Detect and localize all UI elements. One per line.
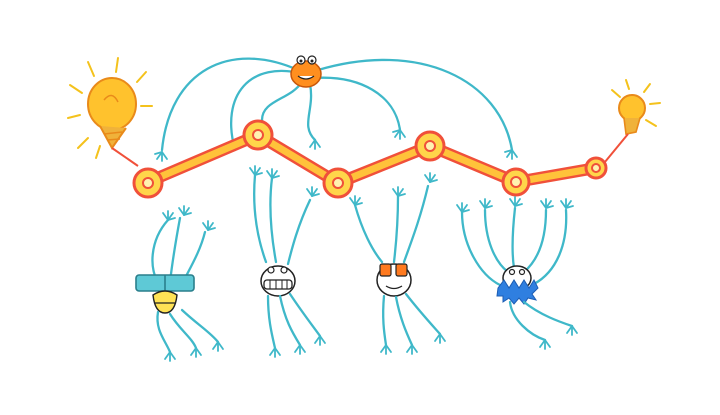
orange-creature-icon	[290, 55, 322, 88]
beam-nodes	[132, 119, 608, 199]
right-lightbulb-icon	[599, 79, 661, 169]
node-1	[132, 167, 164, 199]
node-3	[322, 167, 354, 199]
node-2	[242, 119, 274, 151]
node-5	[501, 167, 531, 197]
node-4	[414, 130, 446, 162]
node-6	[584, 156, 608, 180]
sunglasses-creature-icon	[135, 206, 223, 361]
orange-eyed-creature-icon	[350, 173, 445, 354]
left-lightbulb-icon	[67, 57, 153, 167]
orange-creature-arms	[155, 57, 517, 161]
blue-bearded-creature-icon	[457, 197, 577, 349]
grinning-creature-icon	[250, 166, 325, 357]
